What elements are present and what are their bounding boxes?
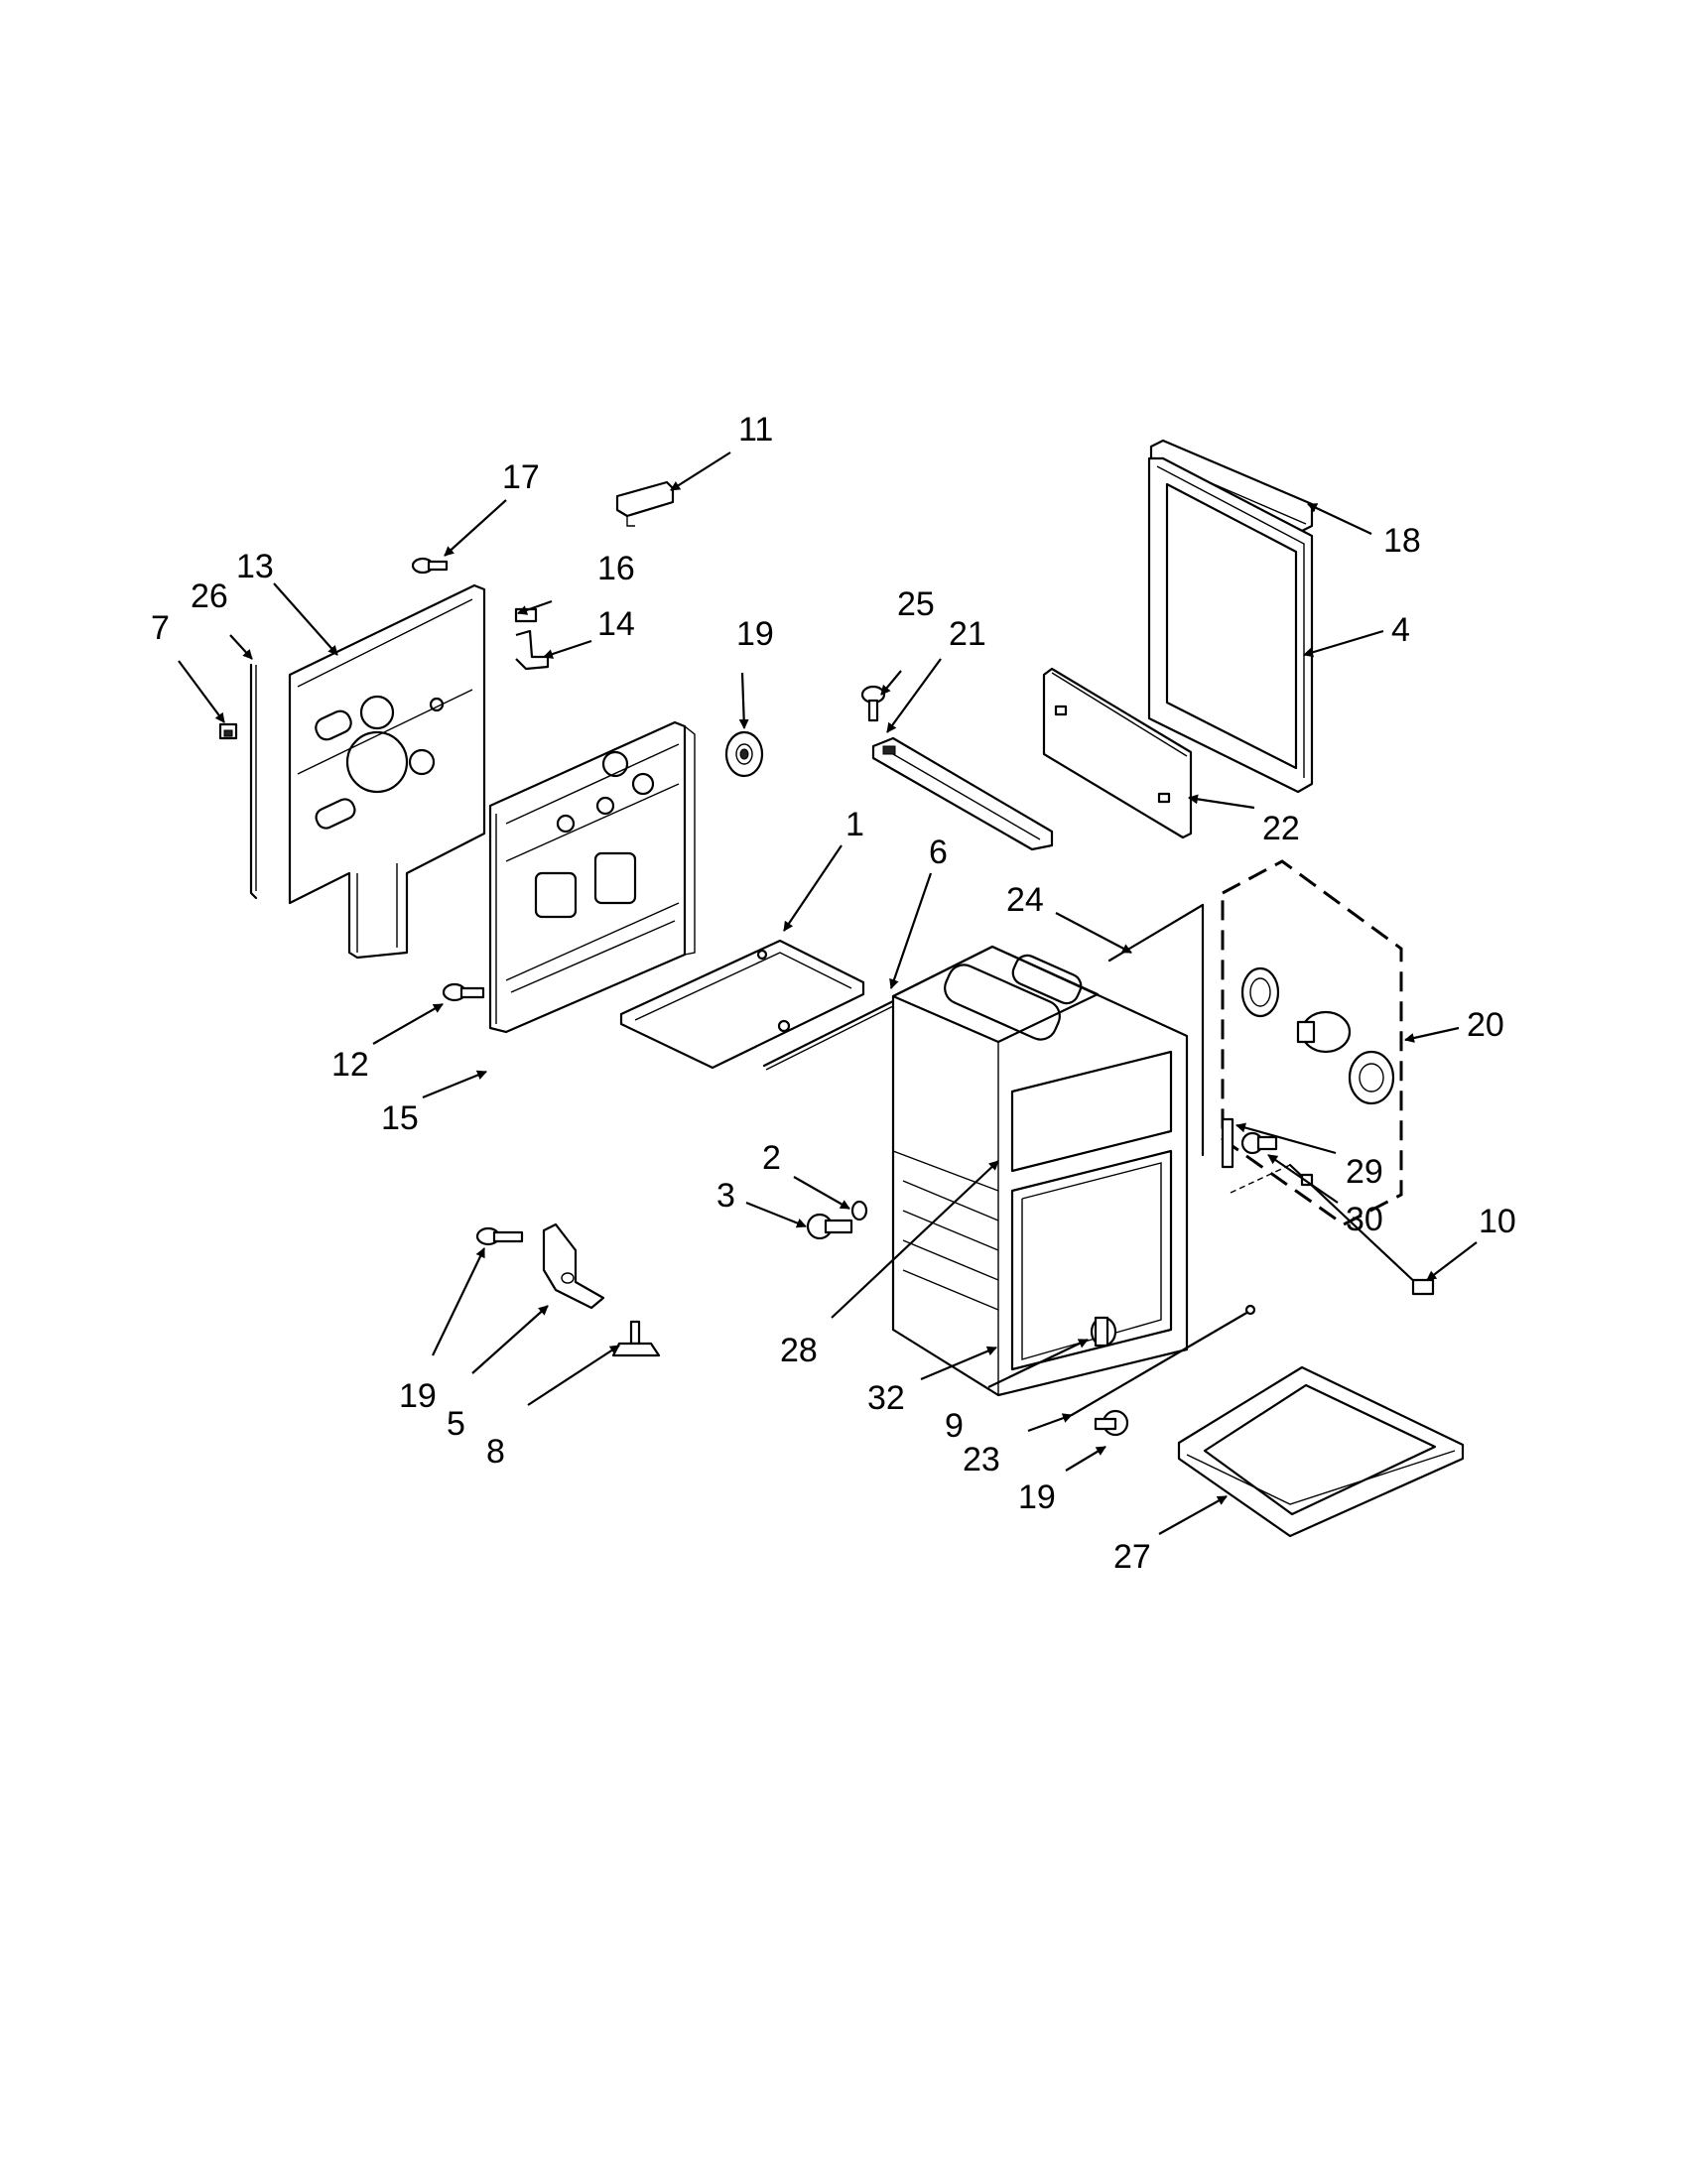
callout-25: 24 — [1006, 881, 1044, 919]
callout-28: 27 — [1113, 1538, 1151, 1576]
part-11-bracket — [615, 480, 675, 527]
part-1-bottom-plate — [619, 939, 865, 1070]
callout-22: 21 — [949, 615, 986, 653]
callout-27: 26 — [191, 578, 228, 615]
part-19-screw-lower — [475, 1226, 524, 1246]
callout-21: 20 — [1467, 1006, 1504, 1044]
callout-9: 9 — [945, 1407, 964, 1445]
part-30-bracket — [1221, 1117, 1234, 1169]
callout-7: 7 — [151, 609, 170, 647]
callout-16: 16 — [597, 550, 635, 587]
callout-14: 14 — [597, 605, 635, 643]
callout-2: 2 — [762, 1139, 781, 1177]
callout-12: 12 — [331, 1046, 369, 1084]
part-31-screw — [1240, 1131, 1278, 1155]
part-9-bumper — [1090, 1316, 1117, 1348]
part-13-rear-panel — [288, 583, 486, 960]
part-19-grommet — [724, 730, 764, 778]
part-23-door-panel — [1042, 667, 1193, 839]
part-27-trim-strip — [249, 663, 258, 900]
callout-24: 23 — [963, 1441, 1000, 1478]
part-8-leveling-leg — [611, 1320, 661, 1357]
part-2-washer — [850, 1200, 868, 1221]
callout-30: 29 — [1346, 1153, 1383, 1191]
part-28-broil-pan — [1177, 1365, 1465, 1538]
callout-19-lower: 19 — [399, 1377, 437, 1415]
part-12-screw — [442, 982, 485, 1002]
callout-4: 4 — [1391, 611, 1410, 649]
part-5-leveling-bracket — [542, 1222, 605, 1310]
callout-19-upper: 19 — [736, 615, 774, 653]
callout-13: 13 — [236, 548, 274, 585]
part-17-screw — [411, 557, 449, 575]
part-26-screw — [860, 685, 886, 722]
callout-labels: 11 17 16 14 13 26 7 19 25 21 18 4 22 1 6… — [151, 411, 1516, 1576]
part-25-oven-cavity — [891, 903, 1205, 1397]
callout-3: 3 — [716, 1177, 735, 1215]
callout-15: 15 — [381, 1099, 419, 1137]
callout-31: 30 — [1346, 1201, 1383, 1238]
callout-17: 17 — [502, 458, 540, 496]
callout-20: 19 — [1018, 1478, 1056, 1516]
callout-10: 10 — [1479, 1203, 1516, 1240]
callout-18: 18 — [1383, 522, 1421, 560]
leader-lines — [178, 451, 1478, 1535]
part-7-clip — [218, 722, 238, 740]
callout-26: 25 — [897, 585, 935, 623]
callout-1: 1 — [845, 806, 864, 843]
part-4-door-frame — [1147, 456, 1314, 794]
part-15-back-frame — [488, 720, 696, 1034]
part-3-screw — [806, 1213, 853, 1240]
callout-5: 5 — [447, 1405, 465, 1443]
part-14-bracket — [515, 629, 550, 671]
callout-8: 8 — [486, 1433, 505, 1471]
callout-32: 32 — [867, 1379, 905, 1417]
callout-29: 28 — [780, 1332, 818, 1369]
callout-11: 11 — [738, 411, 773, 449]
callout-6: 6 — [929, 834, 948, 871]
part-6-rod — [762, 994, 906, 1071]
part-20-screw — [1094, 1409, 1129, 1437]
part-24-wire — [1070, 1304, 1256, 1417]
part-22-bracket — [871, 736, 1054, 851]
callout-23: 22 — [1262, 810, 1300, 847]
